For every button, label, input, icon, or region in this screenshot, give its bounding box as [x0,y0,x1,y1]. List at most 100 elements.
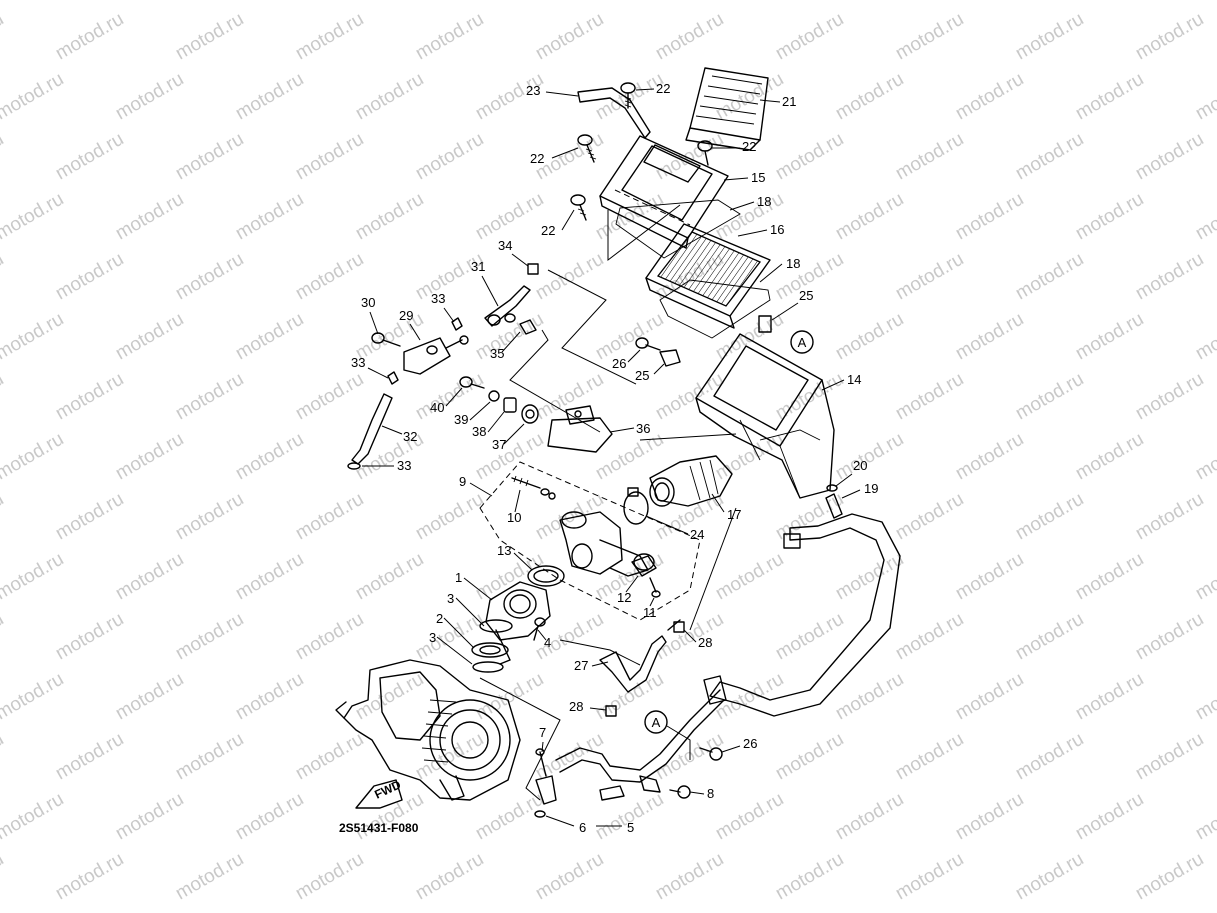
callout-leader-c36 [609,427,635,433]
o-ring-6 [534,810,546,818]
hose-32 [351,393,393,465]
callout-leader-c25b [653,363,665,375]
callout-number-c34: 34 [498,238,512,253]
callout-leader-c3a [455,597,485,627]
callout-leader-c24 [645,515,689,535]
callout-leader-c33a [443,307,455,323]
clip-25 [659,349,681,367]
callout-number-c28b: 28 [569,699,583,714]
diagram-code: 2S51431-F080 [339,821,419,835]
callout-leader-c2 [443,617,475,649]
callout-leader-c29 [409,323,421,341]
callout-number-c7: 7 [539,725,546,740]
callout-number-c13: 13 [497,543,511,558]
clamp-28-a [673,621,685,633]
callout-number-c3a: 3 [447,591,454,606]
callout-leader-c31 [481,275,499,307]
ref-marker-a-upper: A [790,330,814,354]
callout-number-c25a: 25 [799,288,813,303]
callout-number-c22a: 22 [656,81,670,96]
callout-leader-c35 [501,331,521,353]
screw-10 [511,475,556,500]
strap-23 [577,87,651,139]
callout-leader-c21 [759,99,781,103]
engine-cylinder-head [335,659,521,801]
callout-leader-c1 [463,577,493,601]
bolt-4 [533,617,546,641]
callout-leader-c7 [541,741,544,753]
callout-number-c20: 20 [853,458,867,473]
clamp-13 [527,565,565,587]
callout-number-c30: 30 [361,295,375,310]
callout-leader-c34 [511,253,529,267]
screw-11 [649,577,661,598]
clip-33-b [387,371,399,385]
callout-number-c23: 23 [526,83,540,98]
hose-27 [599,619,681,693]
valve-29 [403,335,469,375]
callout-number-c22d: 22 [541,223,555,238]
callout-number-c27: 27 [574,658,588,673]
manifold-1 [485,581,551,665]
clip-33-c [347,462,361,470]
callout-number-c32: 32 [403,429,417,444]
callout-number-c1: 1 [455,570,462,585]
clamp-28-b [605,705,617,717]
callout-leader-c22b [551,147,579,159]
callout-number-c19: 19 [864,481,878,496]
callout-leader-c3b [436,636,473,665]
fwd-arrow-label: FWD [372,777,403,801]
callout-number-c15: 15 [751,170,765,185]
callout-leader-c28b [589,707,607,711]
callout-leader-c10 [514,489,521,513]
insulator-2 [471,642,509,658]
callout-leader-c38 [487,411,505,433]
o-ring-3-a [479,619,513,633]
bolt-22-d [570,194,587,221]
clamp-24 [623,487,649,525]
callout-leader-c40 [445,387,463,407]
bolt-30 [371,332,401,347]
hose-31 [484,285,531,327]
hose-19 [825,493,843,519]
bolt-26-upper [635,337,661,351]
bolt-8 [669,785,691,799]
callout-leader-c6 [545,815,575,827]
callout-number-c26b: 26 [743,736,757,751]
callout-leader-c8 [689,791,705,795]
screw-7 [535,748,547,777]
airbox-14 [695,315,835,499]
callout-leader-c14 [821,379,845,391]
callout-number-c35: 35 [490,346,504,361]
callout-number-c3b: 3 [429,630,436,645]
callout-number-c21: 21 [782,94,796,109]
throttle-body-group-9 [479,461,701,621]
callout-leader-c4 [537,629,547,641]
callout-number-c11: 11 [643,605,657,620]
callout-number-c22b: 22 [530,151,544,166]
bolt-22-a [620,82,636,109]
callout-number-c10: 10 [507,510,521,525]
callout-leader-c30 [369,311,379,335]
fitting-34 [527,263,539,275]
callout-leader-c18b [759,263,783,283]
callout-leader-c13 [513,552,533,571]
bracket-36 [547,405,613,453]
callout-number-c37: 37 [492,437,506,452]
callout-number-c8: 8 [707,786,714,801]
bolt-22-b [577,134,597,163]
washer-39 [488,390,500,402]
clip-35 [519,319,537,335]
callout-number-c39: 39 [454,412,468,427]
seal-18-lower [659,279,771,339]
collar-38 [503,397,517,413]
callout-number-c4: 4 [544,635,551,650]
callout-number-c22c: 22 [742,139,756,154]
callout-number-c17: 17 [727,507,741,522]
callout-leader-c19 [841,489,861,499]
bolt-26-lower [699,747,723,761]
clip-20 [826,484,838,492]
callout-leader-c12 [625,575,639,593]
callout-leader-c22a [635,88,655,91]
